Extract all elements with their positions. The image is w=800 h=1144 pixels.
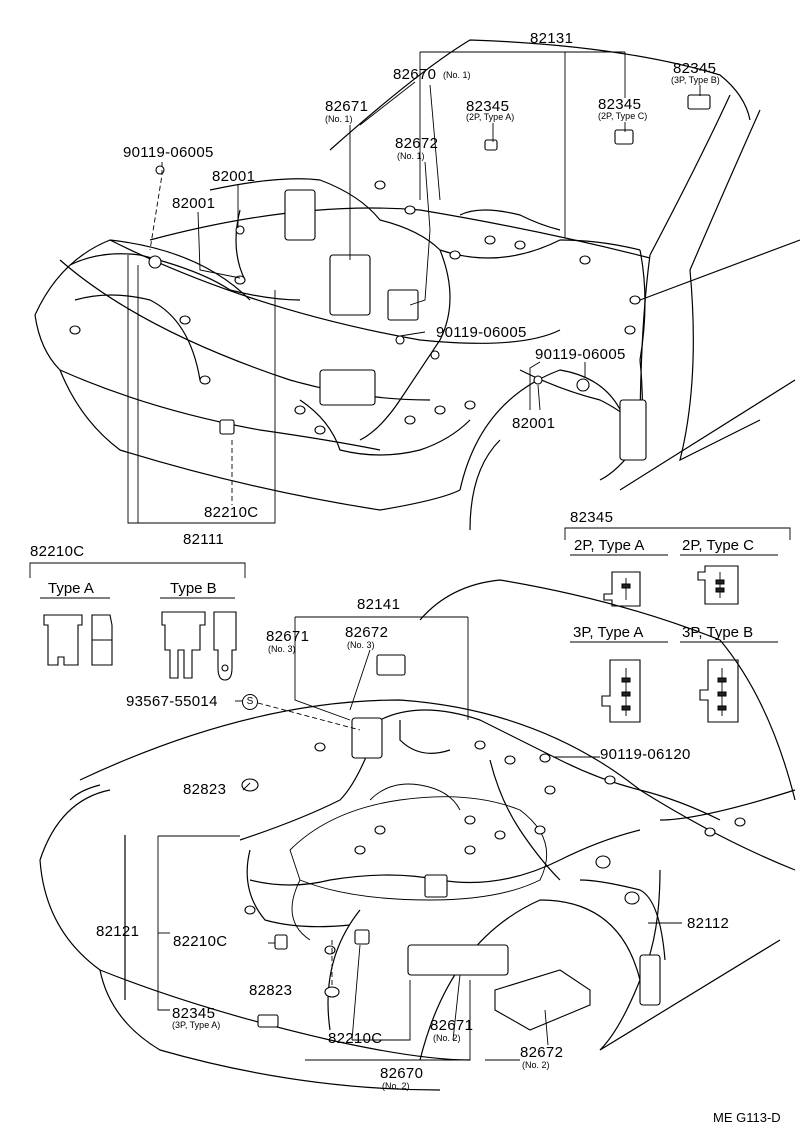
label-90119-06005-a: 90119-06005 — [123, 144, 214, 161]
label-82671-no2-sub: (No. 2) — [433, 1033, 461, 1043]
label-82345-2p-type-a-sub: (2P, Type A) — [466, 112, 515, 122]
label-82823-b: 82823 — [249, 982, 293, 999]
label-90119-06005-b: 90119-06005 — [436, 324, 527, 341]
label-82345-3p-type-a: 82345 — [172, 1005, 216, 1022]
label-82672-no2-sub: (No. 2) — [522, 1060, 550, 1070]
bottom-engine-harness — [239, 654, 746, 1031]
label-82111: 82111 — [183, 531, 224, 548]
label-82210c-top: 82210C — [204, 504, 259, 521]
label-82672-no2: 82672 — [520, 1044, 564, 1061]
label-82672-no1-sub: (No. 1) — [397, 151, 425, 161]
s-mark-icon: S — [242, 694, 258, 710]
label-3p-type-b: 3P, Type B — [682, 624, 754, 641]
bottom-leader-lines — [157, 616, 682, 1061]
label-82345-3p-type-b-sub: (3P, Type B) — [671, 75, 720, 85]
label-82001-a: 82001 — [212, 168, 256, 185]
label-82131: 82131 — [530, 30, 574, 47]
label-82345-2p-type-c: 82345 — [598, 96, 642, 113]
label-82345-3p-type-a-sub: (3P, Type A) — [172, 1020, 221, 1030]
label-type-b: Type B — [170, 580, 217, 597]
label-2p-type-c: 2P, Type C — [682, 537, 754, 554]
label-82001-b: 82001 — [172, 195, 216, 212]
label-82671-no3: 82671 — [266, 628, 310, 645]
label-82121: 82121 — [96, 923, 140, 940]
label-82670-no2: 82670 — [380, 1065, 424, 1082]
label-82112: 82112 — [687, 915, 730, 932]
label-82672-no3: 82672 — [345, 624, 389, 641]
label-82670-no2-sub: (No. 2) — [382, 1081, 410, 1091]
label-82670-no1-sub: (No. 1) — [443, 70, 471, 80]
label-82672-no3-sub: (No. 3) — [347, 640, 375, 650]
label-82671-no1-sub: (No. 1) — [325, 114, 353, 124]
label-82210c-panel: 82210C — [30, 543, 85, 560]
label-82210c-mid: 82210C — [173, 933, 228, 950]
connector-type-panel — [564, 527, 791, 723]
label-82670-no1: 82670 — [393, 66, 437, 83]
label-82345-3p-type-b: 82345 — [673, 60, 717, 77]
label-82671-no3-sub: (No. 3) — [268, 644, 296, 654]
label-82671-no2: 82671 — [430, 1017, 474, 1034]
label-93567-55014: 93567-55014 — [126, 693, 218, 710]
top-leader-lines — [127, 51, 701, 524]
label-82345-2p-type-a: 82345 — [466, 98, 510, 115]
label-82141: 82141 — [357, 596, 401, 613]
label-90119-06005-c: 90119-06005 — [535, 346, 626, 363]
fuse-type-panel — [29, 562, 246, 681]
label-90119-06120: 90119-06120 — [600, 746, 691, 763]
label-82210c-bot: 82210C — [328, 1030, 383, 1047]
label-82345-panel: 82345 — [570, 509, 614, 526]
label-82001-c: 82001 — [512, 415, 556, 432]
label-82823-a: 82823 — [183, 781, 227, 798]
label-82671-no1: 82671 — [325, 98, 369, 115]
diagram-code: ME G113-D — [713, 1110, 781, 1125]
label-3p-type-a: 3P, Type A — [573, 624, 644, 641]
label-82345-2p-type-c-sub: (2P, Type C) — [598, 111, 648, 121]
top-wiring-harness — [69, 94, 711, 461]
label-type-a: Type A — [48, 580, 94, 597]
label-2p-type-a: 2P, Type A — [574, 537, 645, 554]
label-82672-no1: 82672 — [395, 135, 439, 152]
